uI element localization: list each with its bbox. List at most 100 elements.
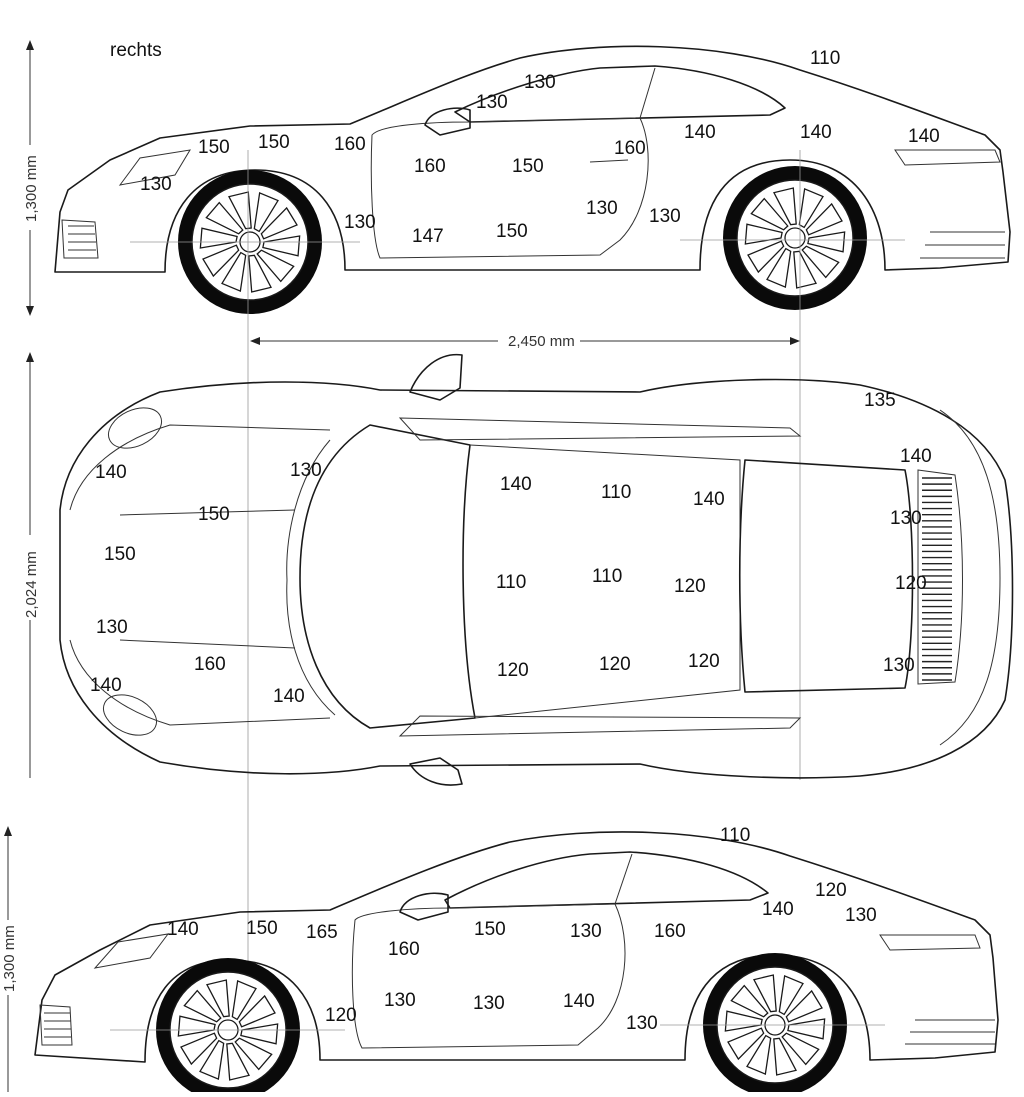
paint-thickness-label: 110: [601, 482, 631, 503]
right-side-taillight: [894, 149, 1001, 166]
right-side-labels: 110 130 130 150 150 160 140 140 140 160 160 150 130 1…: [140, 48, 940, 247]
paint-thickness-label: 150: [512, 156, 544, 177]
side-label: rechts: [110, 40, 162, 61]
right-side-body-outline: [54, 45, 1011, 273]
wheelbase-dimension: 2,450 mm: [250, 333, 800, 350]
paint-thickness-label: 160: [194, 654, 226, 675]
paint-thickness-label: 160: [414, 156, 446, 177]
paint-thickness-label: 110: [592, 566, 622, 587]
left-side-grille-slats: [44, 1012, 71, 1038]
height-dimension-top: 1,300 mm: [23, 40, 40, 316]
right-side-rear-diffuser: [920, 231, 1005, 259]
top-view-headlight-left: [103, 694, 157, 736]
height-dimension-bottom: 1,300 mm: [1, 826, 18, 1092]
paint-thickness-label: 160: [614, 138, 646, 159]
paint-thickness-label: 140: [800, 122, 832, 143]
left-side-window: [444, 851, 769, 909]
paint-thickness-label: 130: [890, 508, 922, 529]
paint-thickness-label: 120: [325, 1005, 357, 1026]
paint-thickness-label: 130: [586, 198, 618, 219]
paint-thickness-label: 140: [900, 446, 932, 467]
paint-thickness-label: 140: [563, 991, 595, 1012]
right-side-door-line: [370, 117, 649, 259]
paint-thickness-label: 130: [344, 212, 376, 233]
left-side-body-outline: [34, 831, 999, 1063]
left-side-door-line: [351, 903, 626, 1049]
paint-thickness-label: 140: [908, 126, 940, 147]
paint-thickness-label: 140: [684, 122, 716, 143]
paint-thickness-label: 130: [476, 92, 508, 113]
paint-thickness-label: 160: [334, 134, 366, 155]
paint-thickness-label: 120: [497, 660, 529, 681]
paint-thickness-label: 140: [167, 919, 199, 940]
left-side-mirror: [399, 892, 449, 921]
right-side-b-pillar: [639, 67, 656, 119]
paint-thickness-label: 140: [273, 686, 305, 707]
right-side-headlight: [118, 149, 191, 186]
right-side-view: rechts 1,300 mm 110 130 130 150 150 160 140 140…: [23, 40, 1011, 1092]
paint-thickness-label: 140: [762, 899, 794, 920]
right-side-window: [454, 65, 786, 123]
paint-thickness-label: 147: [412, 226, 444, 247]
paint-thickness-label: 160: [388, 939, 420, 960]
top-view-headlight-right: [108, 407, 162, 449]
paint-thickness-label: 110: [496, 572, 526, 593]
paint-thickness-label: 150: [246, 918, 278, 939]
paint-thickness-label: 130: [626, 1013, 658, 1034]
top-view-sill-left: [398, 715, 802, 737]
left-side-taillight: [879, 934, 981, 951]
paint-thickness-label: 150: [198, 504, 230, 525]
paint-thickness-label: 150: [198, 137, 230, 158]
paint-thickness-label: 150: [104, 544, 136, 565]
left-side-rear-wheel: [703, 953, 847, 1097]
left-side-headlight: [93, 933, 170, 969]
top-view-hood-line-top: [69, 424, 331, 511]
paint-thickness-label: 130: [524, 72, 556, 93]
paint-thickness-label: 130: [96, 617, 128, 638]
top-view-mirror-right: [409, 353, 463, 401]
right-side-grille-slats: [68, 225, 96, 251]
right-side-mirror: [424, 107, 471, 136]
left-side-front-wheel: [156, 958, 300, 1097]
paint-thickness-label: 135: [864, 390, 896, 411]
paint-thickness-label: 110: [720, 825, 750, 846]
left-side-front-grille: [39, 1004, 73, 1046]
top-view-cowl: [286, 439, 336, 716]
top-view-labels: 135 140 130 140 110 140 140 150 130 150 110 110 120 1…: [90, 390, 932, 707]
paint-thickness-label: 150: [496, 221, 528, 242]
paint-thickness-label: 130: [473, 993, 505, 1014]
right-side-door-handle: [589, 159, 629, 163]
paint-thickness-label: 120: [688, 651, 720, 672]
paint-thickness-label: 165: [306, 922, 338, 943]
top-view-hood-line-bottom: [69, 639, 331, 726]
top-view-windscreen: [299, 424, 476, 729]
paint-thickness-label: 120: [599, 654, 631, 675]
paint-thickness-label: 120: [895, 573, 927, 594]
right-side-rear-wheel: [723, 166, 867, 310]
paint-thickness-label: 140: [95, 462, 127, 483]
top-view-rear-window: [738, 459, 914, 693]
paint-thickness-label: 150: [258, 132, 290, 153]
wheelbase-dimension-text: 2,450 mm: [508, 333, 575, 350]
width-dimension: 2,024 mm: [23, 352, 40, 778]
left-side-rear-diffuser: [905, 1019, 995, 1045]
paint-thickness-label: 130: [384, 990, 416, 1011]
paint-thickness-label: 110: [810, 48, 840, 69]
paint-thickness-label: 130: [290, 460, 322, 481]
top-view-sill-right: [398, 417, 802, 441]
top-view-engine-grille: [917, 469, 963, 685]
top-view-mirror-left: [409, 757, 463, 786]
paint-thickness-label: 140: [90, 675, 122, 696]
top-view-rear-bumper: [939, 409, 1001, 746]
right-side-front-grille: [61, 219, 99, 259]
paint-thickness-label: 130: [883, 655, 915, 676]
paint-thickness-label: 130: [570, 921, 602, 942]
top-view-leader-130: [119, 639, 296, 649]
top-view-body-outline: [59, 378, 1014, 779]
paint-thickness-label: 130: [845, 905, 877, 926]
paint-thickness-label: 140: [500, 474, 532, 495]
